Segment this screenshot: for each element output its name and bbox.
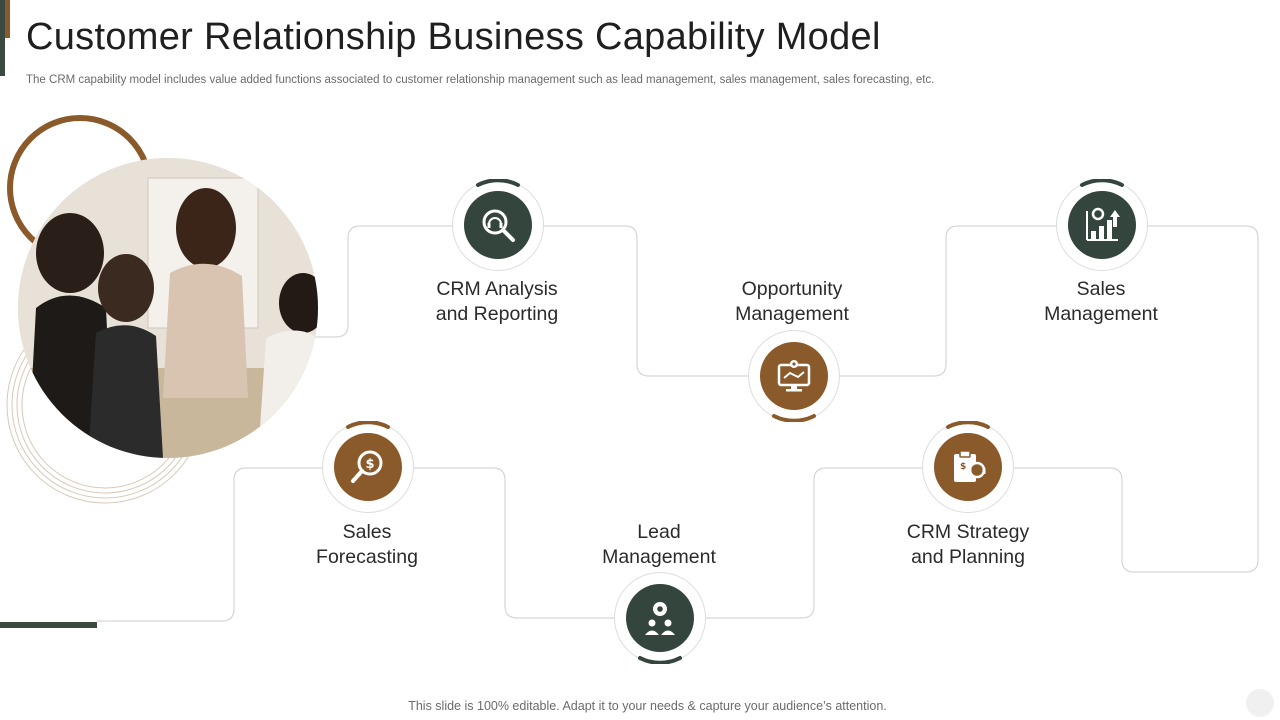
left-accent-bar [0, 0, 5, 76]
growth-chart-icon [1086, 207, 1120, 241]
capability-sales-management: Sales Management [1044, 278, 1158, 325]
team-photo [18, 158, 318, 458]
capability-crm-analysis: CRM Analysis and Reporting [435, 278, 559, 325]
bottom-accent-bar [0, 622, 97, 628]
left-accent-bar-gold [5, 0, 10, 38]
capability-lead-management: Lead Management [602, 521, 716, 568]
svg-text:$: $ [960, 462, 966, 472]
headset-search-icon [482, 209, 515, 242]
svg-text:$: $ [365, 457, 374, 472]
slide-subtitle: The CRM capability model includes value … [26, 74, 935, 86]
clipboard-support-icon: $ [954, 450, 986, 482]
team-gear-icon [645, 602, 675, 635]
monitor-gear-icon [777, 360, 811, 392]
capability-crm-strategy: CRM Strategy and Planning [906, 521, 1030, 568]
sales-forecasting-badge: $ [322, 421, 414, 513]
capability-opportunity-management: Opportunity Management [735, 278, 849, 325]
crm-strategy-badge: $ [922, 421, 1014, 513]
corner-decoration [1246, 689, 1274, 717]
money-magnifier-icon: $ [351, 450, 383, 483]
slide-title: Customer Relationship Business Capabilit… [26, 16, 881, 58]
sales-management-badge [1056, 179, 1148, 271]
capability-sales-forecasting: Sales Forecasting [316, 521, 418, 568]
opportunity-management-badge [748, 330, 840, 422]
footer-note: This slide is 100% editable. Adapt it to… [408, 699, 887, 713]
lead-management-badge [614, 572, 706, 664]
crm-analysis-badge [452, 179, 544, 271]
